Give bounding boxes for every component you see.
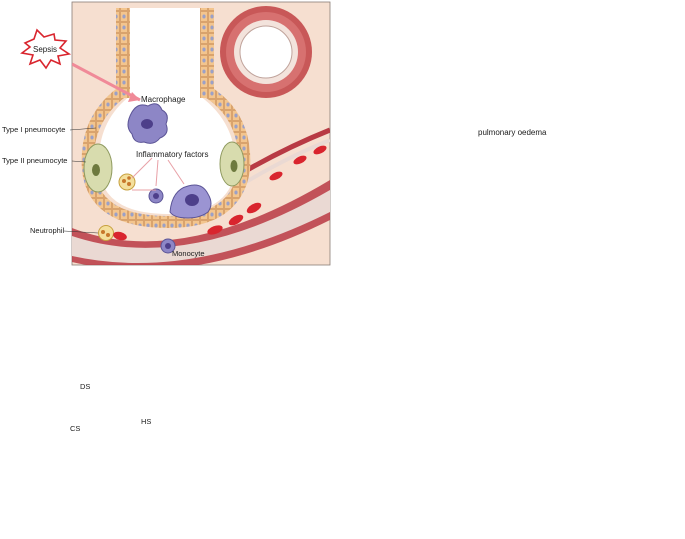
inflammatory-factors-label: Inflammatory factors <box>136 150 209 159</box>
panel-normal-alveolus <box>71 1 331 266</box>
oedema-label: pulmonary oedema <box>478 128 547 137</box>
neutrophil-label: Neutrophil <box>30 226 65 235</box>
red-blood-cells-left <box>113 145 327 241</box>
sepsis-starburst-icon <box>20 28 72 70</box>
interstitial-macrophage <box>169 184 212 219</box>
neutrophil-cell-alveolus <box>118 173 136 191</box>
macrophage-label: Macrophage <box>141 95 186 104</box>
ds-label: DS <box>80 382 91 391</box>
hs-label: HS <box>141 417 152 426</box>
neutrophil-cell-vessel <box>98 225 114 241</box>
macrophage-cell <box>127 103 168 144</box>
monocyte-label: Monocyte <box>172 249 205 258</box>
sepsis-label: Sepsis <box>33 45 58 54</box>
type2-pneumocyte-label: Type II pneumocyte <box>2 156 68 165</box>
cs-label: CS <box>70 424 81 433</box>
type1-pneumocyte-label: Type I pneumocyte <box>2 125 66 134</box>
